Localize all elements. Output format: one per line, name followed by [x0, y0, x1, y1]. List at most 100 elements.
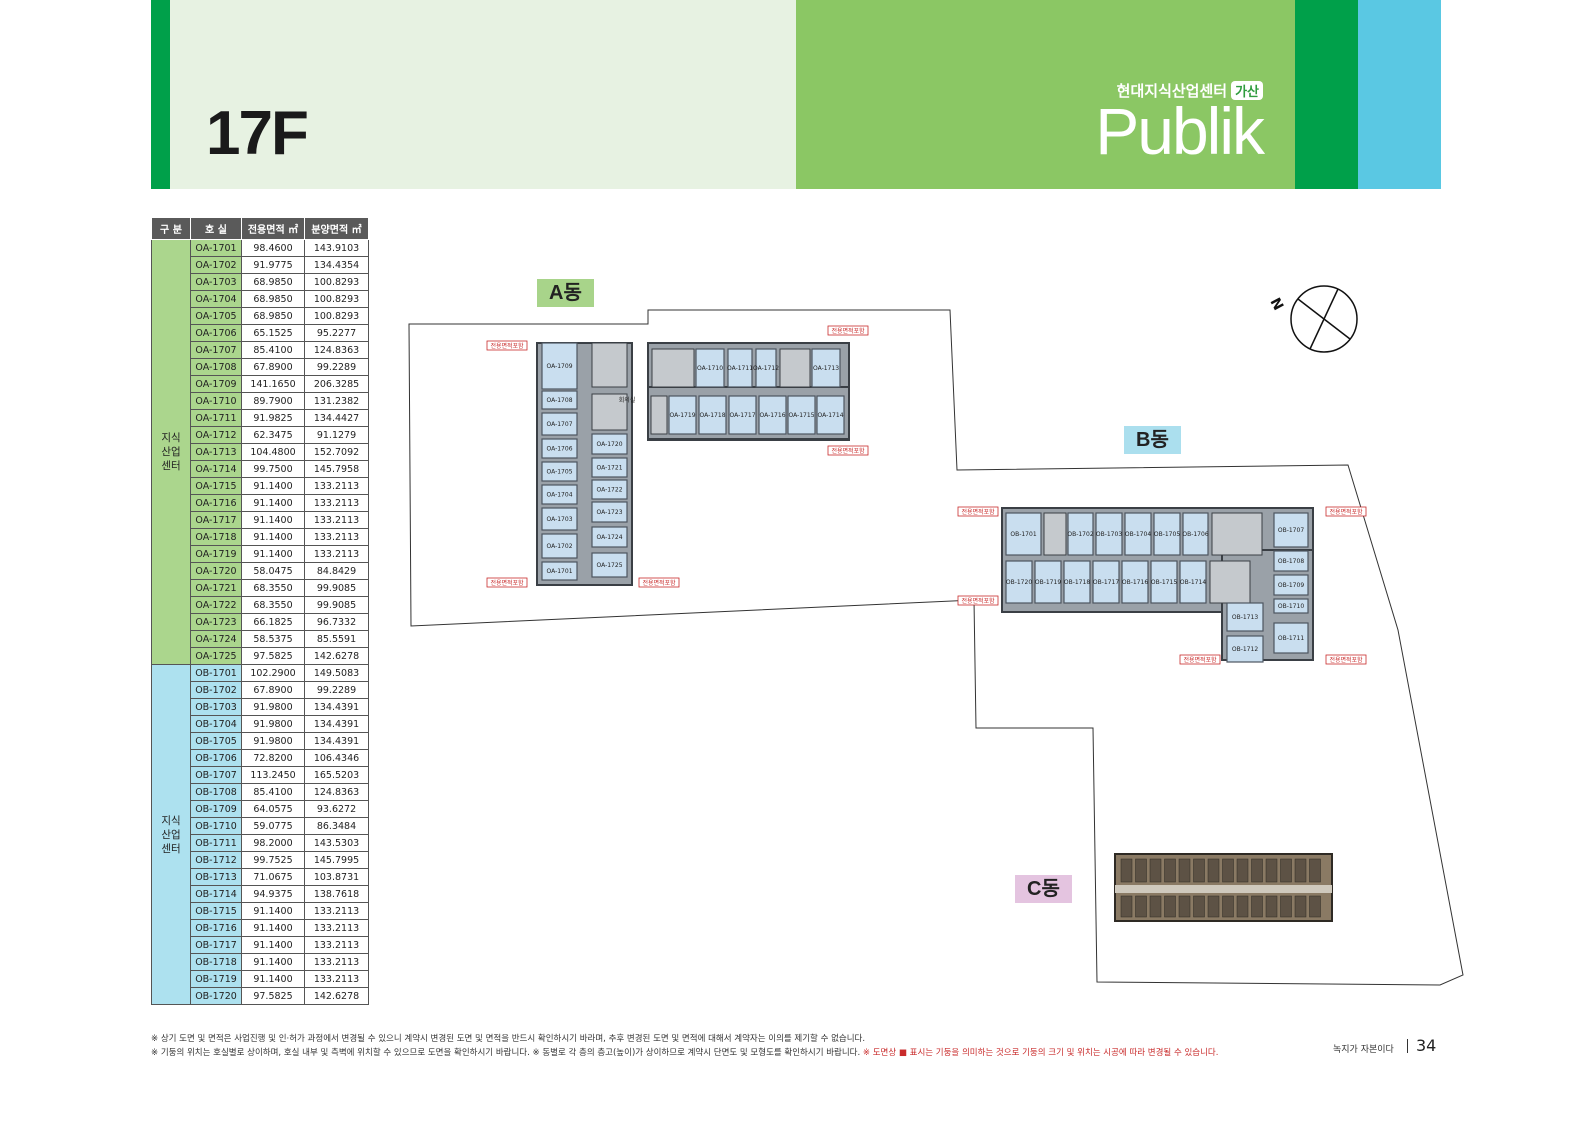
unit-room	[541, 438, 578, 459]
ext-tag-box	[1325, 654, 1367, 665]
footer-divider	[1407, 1039, 1408, 1053]
unit-room	[1005, 512, 1042, 556]
unit-label: OB-1702	[1067, 531, 1093, 538]
unit-label: OA-1711	[727, 365, 753, 372]
unit-room	[816, 395, 845, 435]
unit-label: OA-1715	[788, 412, 814, 419]
unit-label: OB-1712	[1232, 646, 1258, 653]
col-exclusive-area: 전용면적 ㎡	[241, 217, 305, 240]
room-cell: OB-1704	[190, 715, 242, 733]
note-1: ※ 상기 도면 및 면적은 사업진행 및 인·허가 과정에서 변경될 수 있으니…	[151, 1034, 866, 1044]
unit-label: OA-1720	[596, 441, 622, 448]
building-c-cell	[1149, 895, 1162, 918]
ext-tag-label: 전용면적포함	[1329, 656, 1363, 664]
room-cell: OB-1709	[190, 800, 242, 818]
ext-tag-box	[486, 340, 528, 351]
unit-label: OB-1719	[1035, 579, 1061, 586]
building-c-cell	[1164, 895, 1176, 918]
col-room: 호 실	[190, 217, 242, 240]
north-arrow: N	[1266, 285, 1358, 353]
building-c-cell	[1280, 858, 1292, 883]
brand-subtitle: 현대지식산업센터 가산	[1117, 80, 1263, 101]
core-area	[1211, 512, 1263, 556]
room-cell: OB-1718	[190, 953, 242, 971]
unit-room	[1273, 550, 1309, 572]
unit-label: OA-1707	[546, 421, 572, 428]
unit-room	[541, 533, 578, 559]
building-c-cell	[1309, 858, 1321, 883]
unit-room	[728, 395, 757, 435]
room-cell: OA-1706	[190, 324, 242, 342]
sale-area-cell: 99.9085	[304, 596, 369, 614]
room-cell: OA-1725	[190, 647, 242, 665]
unit-room	[1063, 560, 1091, 604]
room-cell: OB-1716	[190, 919, 242, 937]
building-c-cell	[1222, 895, 1234, 918]
ext-tag-box	[638, 577, 680, 588]
unit-label: OB-1711	[1278, 635, 1304, 642]
building-c-cell	[1193, 858, 1205, 883]
unit-room	[668, 395, 697, 435]
ext-tag-box	[1179, 654, 1221, 665]
unit-label: OA-1717	[729, 412, 755, 419]
page-header: 17F 현대지식산업센터 가산 Publik	[151, 0, 1441, 189]
room-cell: OA-1702	[190, 256, 242, 274]
unit-room	[591, 552, 628, 578]
exclusive-area-cell: 97.5825	[241, 987, 305, 1005]
building-c-cell	[1294, 895, 1307, 918]
room-cell: OB-1720	[190, 987, 242, 1005]
core-area	[591, 393, 628, 431]
room-cell: OA-1709	[190, 375, 242, 393]
unit-room	[698, 395, 727, 435]
floor-title: 17F	[206, 99, 309, 168]
room-cell: OA-1718	[190, 528, 242, 546]
ext-tag-box	[827, 445, 869, 456]
unit-room	[1005, 560, 1033, 604]
ext-tag-label: 전용면적포함	[831, 327, 865, 335]
unit-room	[758, 395, 787, 435]
room-cell: OB-1713	[190, 868, 242, 886]
note-2b: ※ 도면상 ■ 표시는 기둥을 의미하는 것으로 기둥의 크기 및 위치는 시공…	[862, 1048, 1219, 1058]
unit-label: OA-1709	[546, 363, 572, 370]
room-cell: OA-1724	[190, 630, 242, 648]
building-c-cell	[1135, 858, 1147, 883]
unit-label: OB-1706	[1182, 531, 1208, 538]
compass-axis-2	[1309, 288, 1339, 350]
unit-label: OA-1714	[817, 412, 843, 419]
unit-label: OB-1718	[1064, 579, 1090, 586]
unit-room	[1226, 602, 1264, 632]
building-c-cell	[1251, 895, 1263, 918]
header-brand-panel: 현대지식산업센터 가산 Publik	[796, 0, 1295, 189]
room-cell: OA-1704	[190, 290, 242, 308]
room-cell: OB-1710	[190, 817, 242, 835]
building-c-cell	[1236, 895, 1249, 918]
core-area	[591, 342, 628, 388]
building-c-cell	[1251, 858, 1263, 883]
sale-area-cell: 142.6278	[304, 987, 369, 1005]
unit-room	[541, 484, 578, 505]
unit-label: OA-1712	[753, 365, 779, 372]
unit-room	[1034, 560, 1062, 604]
unit-label: OB-1715	[1151, 579, 1177, 586]
ext-tag-box	[1325, 506, 1367, 517]
note-2: ※ 기둥의 위치는 호실별로 상이하며, 호실 내부 및 측벽에 위치할 수 있…	[151, 1046, 1218, 1060]
unit-label: OB-1717	[1093, 579, 1119, 586]
building-c-cell	[1236, 858, 1249, 883]
unit-label: OB-1703	[1096, 531, 1122, 538]
brand-sub-text: 현대지식산업센터	[1116, 82, 1228, 100]
unit-room	[1273, 622, 1309, 654]
unit-label: OB-1707	[1278, 527, 1304, 534]
building-c-cell	[1120, 858, 1133, 883]
unit-label: OA-1725	[596, 562, 622, 569]
compass-north-letter: N	[1266, 295, 1286, 313]
ext-tag-box	[486, 577, 528, 588]
unit-label: OA-1722	[596, 487, 622, 494]
unit-room	[1182, 512, 1209, 556]
